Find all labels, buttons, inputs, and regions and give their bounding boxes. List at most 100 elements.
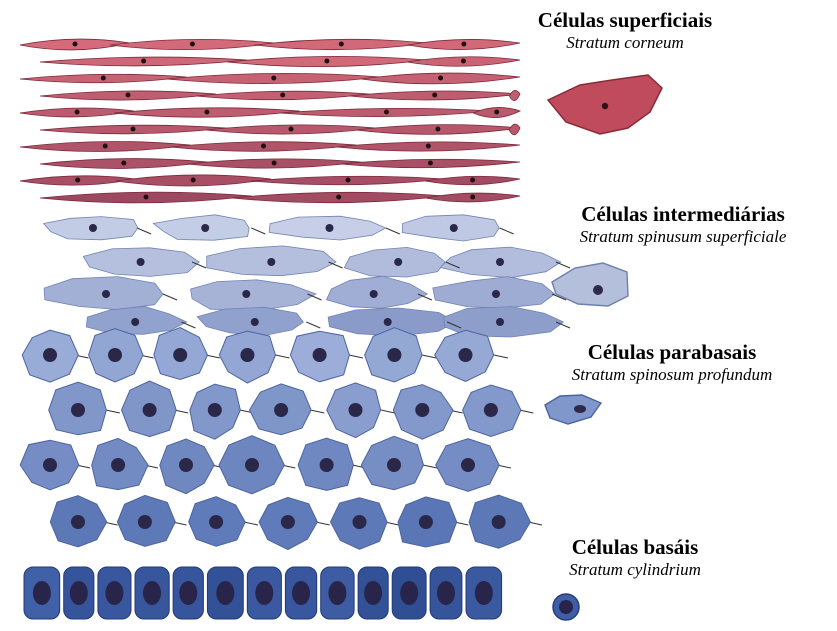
corneum-cell-nucleus: [470, 178, 475, 183]
intermediate-cell-nucleus: [89, 224, 97, 232]
basal-cell-nucleus: [179, 581, 197, 605]
parabasal-cell-nucleus: [349, 403, 363, 417]
intermediate-cell-nucleus: [251, 318, 259, 326]
junction-line: [137, 228, 151, 234]
basal-cell-nucleus: [328, 581, 346, 605]
superficial-cells-subtitle: Stratum corneum: [505, 32, 745, 54]
intermediate-cells: [44, 215, 564, 337]
corneum-cell-nucleus: [144, 195, 149, 200]
intermediate-cell-nucleus: [242, 290, 250, 298]
corneum-cell-nucleus: [103, 144, 108, 149]
parabasal-cells: [20, 328, 530, 550]
corneum-cell-nucleus: [73, 42, 78, 47]
junction-line: [276, 355, 290, 358]
corneum-cell-nucleus: [191, 178, 196, 183]
basal-cell-nucleus: [143, 581, 161, 605]
intermediate-cell: [197, 307, 303, 335]
corneum-cell-nucleus: [131, 127, 136, 132]
parabasal-cell-nucleus: [461, 458, 475, 472]
basal-cell-nucleus: [216, 581, 234, 605]
stratum-corneum-cells: [20, 39, 520, 203]
intermediate-cell-nucleus: [201, 224, 209, 232]
intermediate-cell-nucleus: [492, 290, 500, 298]
parabasal-cell-nucleus: [387, 458, 401, 472]
intermediate-cell-sample-nucleus: [593, 285, 603, 295]
corneum-cell-nucleus: [126, 93, 131, 98]
corneum-cell-nucleus: [470, 195, 475, 200]
parabasal-cell-nucleus: [353, 515, 367, 529]
parabasal-cell-nucleus: [320, 458, 334, 472]
intermediate-cell-nucleus: [496, 258, 504, 266]
intermediate-cell-nucleus: [496, 318, 504, 326]
parabasal-cell-nucleus: [143, 403, 157, 417]
junction-line: [251, 228, 265, 234]
parabasal-cell-nucleus: [459, 348, 473, 362]
basal-cell-nucleus: [364, 581, 382, 605]
parabasal-cell-nucleus: [173, 348, 187, 362]
corneum-cell-nucleus: [271, 76, 276, 81]
corneum-cell-nucleus: [339, 42, 344, 47]
junction-line: [306, 322, 320, 328]
corneum-cell: [509, 124, 520, 135]
corneum-cell-nucleus: [289, 127, 294, 132]
basal-cell-nucleus: [475, 581, 493, 605]
junction-line: [163, 294, 177, 300]
parabasal-cell-nucleus: [415, 403, 429, 417]
corneum-cell-nucleus: [324, 59, 329, 64]
parabasal-cell-nucleus: [245, 458, 259, 472]
basal-cell-nucleus: [70, 581, 88, 605]
parabasal-cell-nucleus: [208, 403, 222, 417]
label-basal-cells: Células basáis Stratum cylindrium: [535, 535, 735, 581]
parabasal-cells-subtitle: Stratum spinosum profundum: [532, 364, 812, 386]
parabasal-cell-nucleus: [313, 348, 327, 362]
junction-line: [556, 262, 570, 268]
corneum-cell-nucleus: [75, 178, 80, 183]
corneum-cell-nucleus: [346, 178, 351, 183]
basal-cell-nucleus: [437, 581, 455, 605]
junction-line: [423, 465, 437, 468]
intermediate-cell-nucleus: [450, 224, 458, 232]
intermediate-cell-nucleus: [131, 318, 139, 326]
corneum-cell: [509, 90, 520, 100]
basal-cell-nucleus: [292, 581, 310, 605]
corneum-cell-nucleus: [461, 42, 466, 47]
parabasal-cell-nucleus: [492, 515, 506, 529]
parabasal-cell-nucleus: [108, 348, 122, 362]
parabasal-cell-nucleus: [179, 458, 193, 472]
corneum-cell-nucleus: [280, 93, 285, 98]
junction-line: [349, 355, 363, 358]
basal-cell-nucleus: [255, 581, 273, 605]
intermediate-cell: [191, 280, 316, 311]
junction-line: [106, 410, 120, 413]
parabasal-cells-title: Células parabasais: [532, 340, 812, 364]
parabasal-cell-sample-nucleus: [574, 405, 586, 413]
superficial-cell-sample-nucleus: [602, 103, 608, 109]
parabasal-cell-nucleus: [281, 515, 295, 529]
junction-line: [386, 228, 400, 234]
intermediate-cell-nucleus: [394, 258, 402, 266]
parabasal-cell-nucleus: [71, 515, 85, 529]
parabasal-cell-nucleus: [240, 348, 254, 362]
corneum-cell-nucleus: [141, 59, 146, 64]
corneum-cell-nucleus: [461, 59, 466, 64]
intermediate-cells-subtitle: Stratum spinusum superficiale: [535, 226, 831, 248]
junction-line: [494, 355, 508, 358]
parabasal-cell-nucleus: [71, 403, 85, 417]
label-intermediate-cells: Células intermediárias Stratum spinusum …: [535, 202, 831, 248]
junction-line: [500, 228, 514, 234]
corneum-cell-nucleus: [272, 161, 277, 166]
junction-line: [310, 410, 324, 413]
corneum-cell-nucleus: [426, 144, 431, 149]
intermediate-cell-nucleus: [384, 318, 392, 326]
intermediate-cell-sample: [552, 263, 628, 306]
corneum-cell-nucleus: [384, 110, 389, 115]
corneum-cell-nucleus: [190, 42, 195, 47]
junction-line: [422, 355, 436, 358]
superficial-cells-title: Células superficiais: [505, 8, 745, 32]
parabasal-cell-nucleus: [419, 515, 433, 529]
parabasal-cell-nucleus: [387, 348, 401, 362]
corneum-cell-nucleus: [101, 76, 106, 81]
parabasal-cell-sample: [545, 395, 601, 424]
junction-line: [181, 322, 195, 328]
